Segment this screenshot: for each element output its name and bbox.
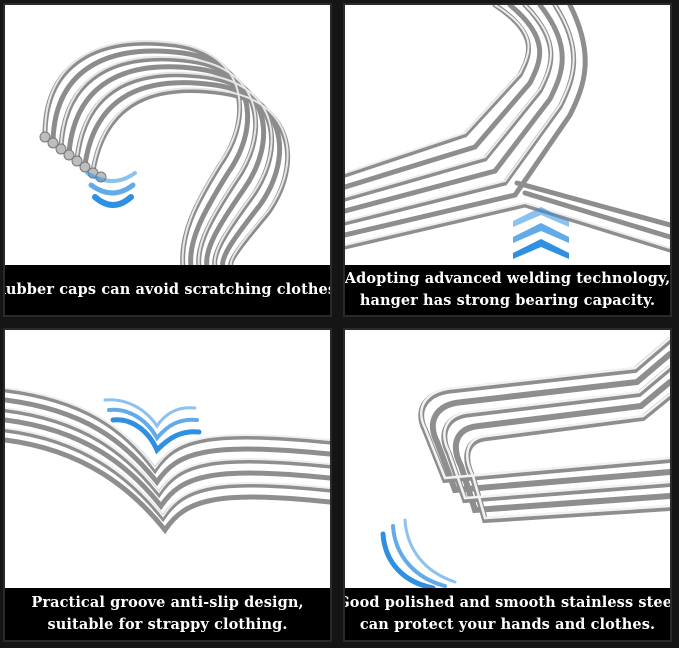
panel-rubber-caps: Rubber caps can avoid scratching clothes… <box>3 3 332 317</box>
caption-line: hanger has strong bearing capacity. <box>359 292 656 309</box>
groove-image <box>5 387 330 535</box>
welding-joint-image <box>345 5 670 259</box>
panel-groove: Practical groove anti-slip design, suita… <box>3 328 332 642</box>
caption-line: Good polished and smooth stainless steel <box>343 594 672 611</box>
caption-welding: Adopting advanced welding technology, ha… <box>345 265 670 315</box>
caption-line: suitable for strappy clothing. <box>47 616 288 633</box>
caption-polished: Good polished and smooth stainless steel… <box>345 588 670 640</box>
caption-line: can protect your hands and clothes. <box>359 616 656 633</box>
polished-steel-image <box>380 336 670 588</box>
wave-chevron-icon <box>103 398 202 455</box>
chevron-up-icon <box>513 207 569 259</box>
panel-welding: Adopting advanced welding technology, ha… <box>343 3 672 317</box>
caption-line: Practical groove anti-slip design, <box>31 594 304 611</box>
curved-arrows-icon <box>380 518 457 588</box>
hanger-hook-image <box>39 40 291 267</box>
panel-polished: Good polished and smooth stainless steel… <box>343 328 672 642</box>
chevron-down-icon <box>85 171 137 208</box>
caption-rubber-caps: Rubber caps can avoid scratching clothes… <box>5 265 330 315</box>
caption-line: Rubber caps can avoid scratching clothes… <box>3 281 332 298</box>
caption-line: Adopting advanced welding technology, <box>344 270 671 287</box>
caption-groove: Practical groove anti-slip design, suita… <box>5 588 330 640</box>
